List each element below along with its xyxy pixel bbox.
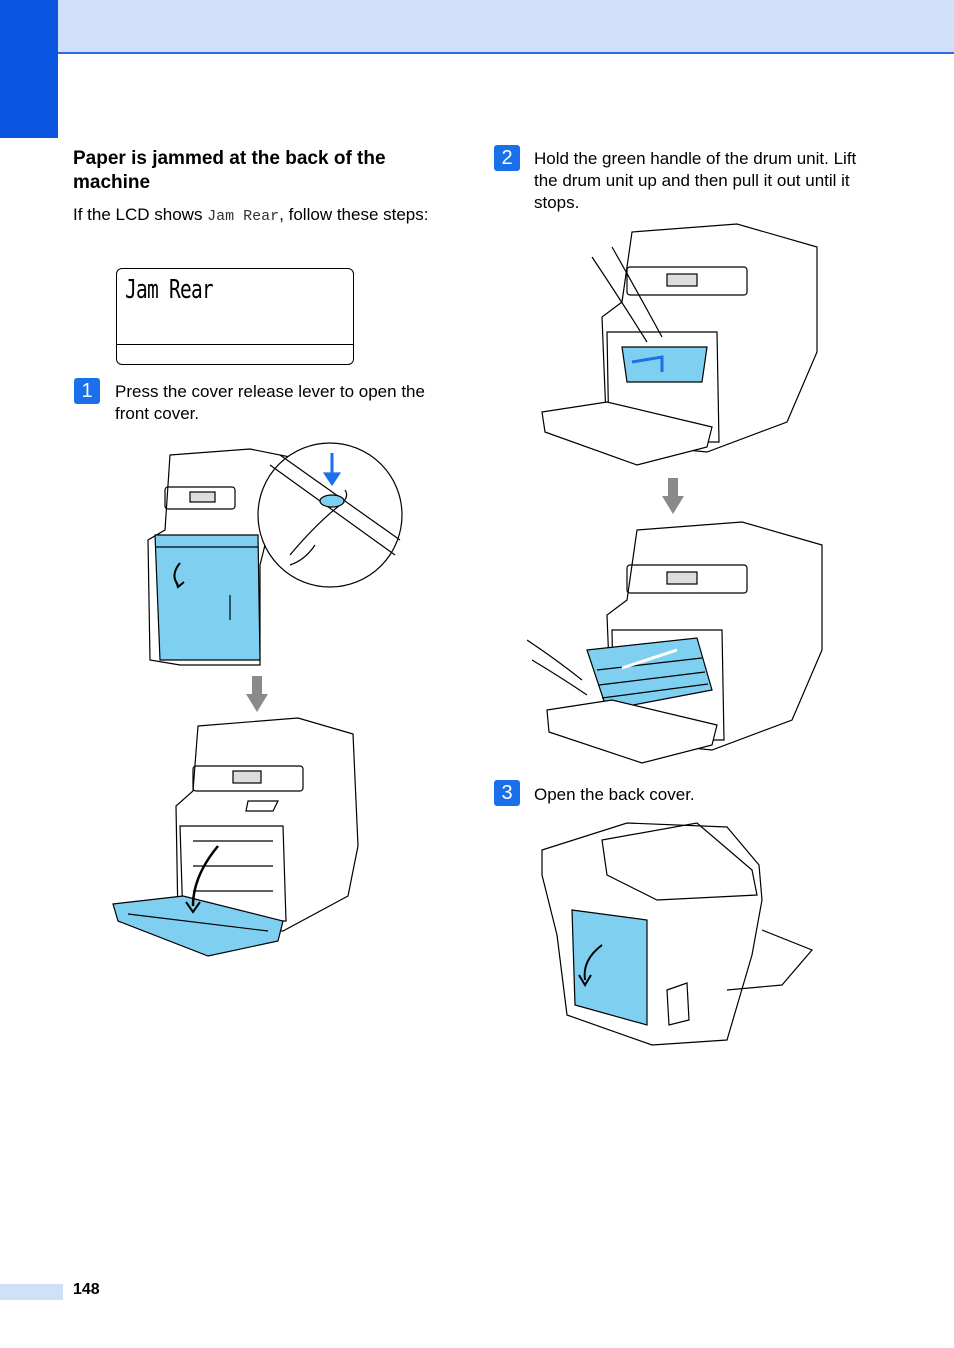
drum-unit-pull-out-illustration	[527, 521, 823, 764]
intro-after: , follow these steps:	[279, 205, 429, 224]
printer-front-cover-open-illustration	[112, 717, 359, 957]
step-1-badge: 1	[74, 378, 100, 404]
step-3-text: Open the back cover.	[534, 785, 695, 804]
step-2-text: Hold the green handle of the drum unit. …	[534, 149, 857, 212]
section-title: Paper is jammed at the back of the machi…	[73, 148, 386, 193]
intro-text: If the LCD shows Jam Rear, follow these …	[73, 204, 433, 228]
step-2-badge: 2	[494, 145, 520, 171]
down-arrow-icon	[246, 676, 268, 712]
intro-before: If the LCD shows	[73, 205, 208, 224]
printer-front-cover-lever-illustration	[147, 442, 403, 666]
page-number-band	[0, 1284, 63, 1300]
drum-unit-lift-illustration	[541, 223, 818, 466]
header-band	[0, 0, 954, 54]
step-3-badge: 3	[494, 780, 520, 806]
lcd-code-inline: Jam Rear	[207, 208, 280, 225]
step-1-text: Press the cover release lever to open th…	[115, 382, 425, 423]
lcd-message: Jam Rear	[125, 275, 214, 305]
lcd-divider	[117, 344, 353, 345]
lcd-display: Jam Rear	[116, 268, 354, 365]
printer-back-cover-illustration	[541, 822, 814, 1046]
chapter-tab	[0, 0, 58, 138]
down-arrow-icon	[662, 478, 684, 514]
page-number: 148	[73, 1281, 100, 1298]
